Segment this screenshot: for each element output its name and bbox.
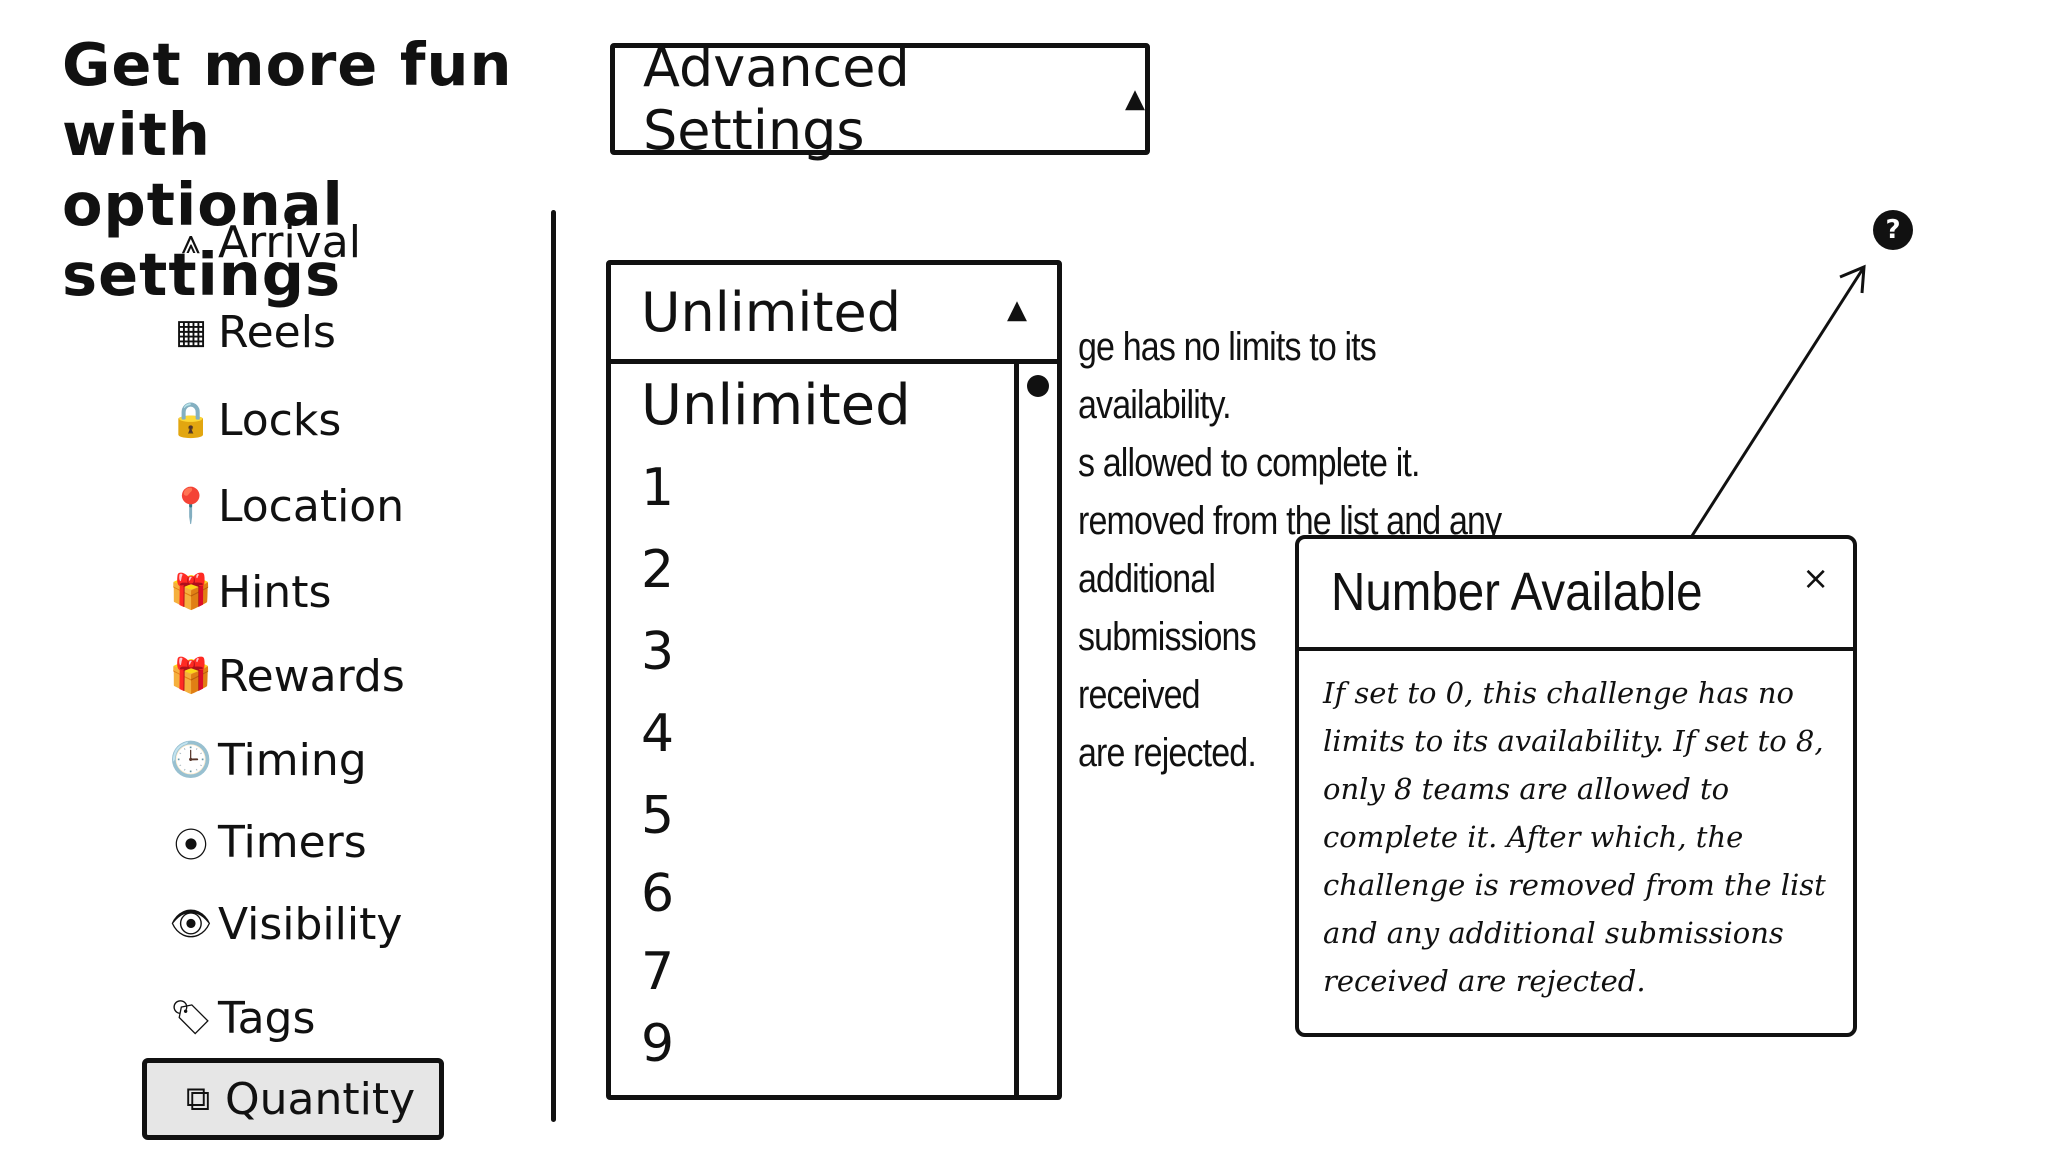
- popup-body-text: If set to 0, this challenge has no limit…: [1323, 676, 1826, 998]
- sidebar-item-timing[interactable]: 🕒 Timing: [170, 728, 367, 792]
- quantity-option[interactable]: 6: [641, 864, 675, 924]
- sidebar-item-label: Locks: [218, 394, 342, 446]
- rewards-icon: 🎁: [169, 656, 213, 696]
- lock-icon: 🔒: [169, 400, 213, 440]
- arrival-icon: ⩓: [181, 222, 201, 262]
- page-title: Get more fun with optional settings: [62, 30, 513, 309]
- sidebar-item-label: Quantity: [225, 1073, 416, 1125]
- close-icon[interactable]: ×: [1802, 559, 1829, 597]
- sidebar-divider: [551, 210, 556, 1122]
- sidebar-item-quantity[interactable]: ⧉ Quantity: [142, 1058, 444, 1140]
- number-available-popup: Number Available × If set to 0, this cha…: [1295, 535, 1857, 1037]
- sidebar-item-label: Hints: [218, 566, 332, 618]
- sidebar-item-label: Visibility: [218, 898, 403, 950]
- popup-header: Number Available ×: [1299, 539, 1853, 651]
- location-pin-icon: 📍: [169, 486, 213, 526]
- eye-icon: 👁: [169, 904, 213, 944]
- quantity-dropdown[interactable]: Unlimited ▲ Unlimited 1 2 3 4 5 6 7 9: [606, 260, 1062, 1100]
- reels-icon: ▦: [174, 312, 208, 352]
- quantity-option[interactable]: 4: [641, 704, 675, 764]
- popup-title: Number Available: [1331, 562, 1703, 622]
- sidebar-item-label: Timers: [218, 816, 367, 868]
- quantity-options-list: Unlimited 1 2 3 4 5 6 7 9: [611, 364, 1019, 1095]
- sidebar-item-visibility[interactable]: 👁 Visibility: [169, 892, 403, 956]
- help-icon[interactable]: ?: [1873, 210, 1913, 250]
- sidebar-item-rewards[interactable]: 🎁 Rewards: [170, 644, 405, 708]
- quantity-description-text: ge has no limits to its availability. s …: [1078, 325, 1502, 775]
- sidebar-item-arrival[interactable]: ⩓ Arrival: [170, 210, 361, 274]
- advanced-settings-label: Advanced Settings: [643, 36, 910, 162]
- sidebar-item-label: Timing: [218, 734, 367, 786]
- sidebar-item-locks[interactable]: 🔒 Locks: [170, 388, 341, 452]
- sidebar-item-label: Tags: [218, 992, 316, 1044]
- sidebar-item-label: Reels: [218, 306, 336, 358]
- advanced-settings-button[interactable]: Advanced Settings ▲: [610, 36, 1150, 162]
- sidebar-item-reels[interactable]: ▦ Reels: [170, 300, 336, 364]
- pointer-arrow: [1688, 264, 1866, 540]
- sidebar-item-timers[interactable]: ⦿ Timers: [170, 810, 367, 874]
- dropdown-scrollbar-thumb[interactable]: [1027, 375, 1049, 397]
- sidebar-item-label: Location: [218, 480, 405, 532]
- quantity-selected-value: Unlimited: [641, 280, 902, 344]
- quantity-option[interactable]: 5: [641, 786, 675, 846]
- clock-icon: 🕒: [169, 740, 213, 780]
- timer-icon: ⦿: [174, 825, 208, 866]
- quantity-icon: ⧉: [185, 1079, 211, 1119]
- quantity-dropdown-toggle[interactable]: Unlimited ▲: [611, 265, 1057, 364]
- quantity-option[interactable]: 2: [641, 540, 675, 600]
- sidebar-item-hints[interactable]: 🎁 Hints: [169, 560, 332, 624]
- quantity-option[interactable]: Unlimited: [641, 373, 911, 438]
- quantity-option[interactable]: 1: [641, 458, 675, 518]
- chevron-up-icon: ▲: [1125, 84, 1145, 114]
- quantity-option[interactable]: 9: [641, 1014, 675, 1074]
- sidebar-item-location[interactable]: 📍 Location: [170, 474, 404, 538]
- chevron-up-icon: ▲: [1007, 295, 1027, 325]
- sidebar-item-label: Arrival: [218, 216, 361, 268]
- tag-icon: 🏷: [169, 998, 213, 1038]
- quantity-option[interactable]: 7: [641, 942, 675, 1002]
- sidebar-item-tags[interactable]: 🏷 Tags: [169, 986, 316, 1050]
- sidebar-item-label: Rewards: [218, 650, 405, 702]
- quantity-option[interactable]: 3: [641, 622, 675, 682]
- hints-icon: 🎁: [169, 572, 213, 612]
